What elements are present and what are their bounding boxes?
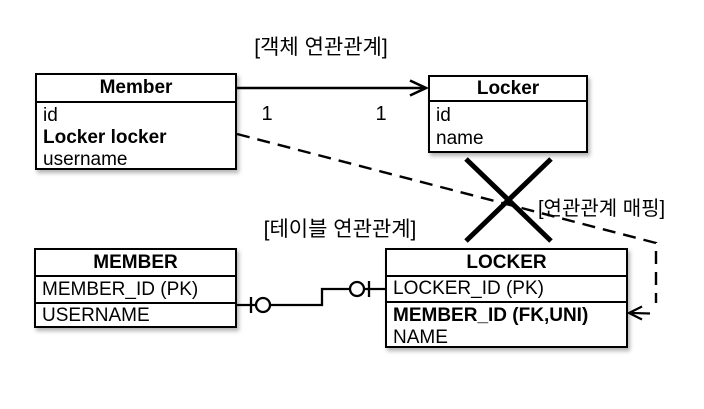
multiplicity-target: 1 [375,103,387,125]
locker-table-col-member-id: MEMBER_ID (FK,UNI) [393,305,589,326]
table-association-label: [테이블 연관관계] [263,218,417,241]
member-field-id: id [43,105,58,126]
member-table-col-username: USERNAME [42,305,150,326]
member-class-box: Member id Locker locker username [35,73,237,170]
zero-or-one-notation-locker-icon [348,280,371,298]
locker-class-box: Locker id name [428,75,588,153]
member-field-username: username [43,149,128,170]
table-relationship-connector [237,280,385,314]
arrowhead-right-icon [409,79,430,97]
locker-field-name: name [436,128,484,149]
locker-table-col-name: NAME [393,327,448,348]
arrowhead-left-icon [626,305,643,321]
member-field-locker: Locker locker [43,127,167,148]
member-class-title: Member [37,75,235,103]
locker-table-col-locker-id: LOCKER_ID (PK) [387,277,626,303]
mapping-dashed-line [236,132,658,321]
mapping-label: [연관관계 매핑] [538,198,666,220]
locker-field-id: id [436,105,451,126]
member-table-col-member-id: MEMBER_ID (PK) [36,277,235,304]
locker-class-title: Locker [430,77,586,102]
locker-table-box: LOCKER LOCKER_ID (PK) MEMBER_ID (FK,UNI)… [385,248,628,348]
object-association-arrow [237,79,430,97]
object-association-label: [객체 연관관계] [254,36,388,59]
locker-table-title: LOCKER [387,250,626,277]
multiplicity-source: 1 [261,103,273,125]
member-table-title: MEMBER [36,250,235,277]
member-table-box: MEMBER MEMBER_ID (PK) USERNAME [34,248,237,328]
crossed-out-x-icon [464,157,553,243]
zero-or-one-notation-member-icon [249,296,272,314]
